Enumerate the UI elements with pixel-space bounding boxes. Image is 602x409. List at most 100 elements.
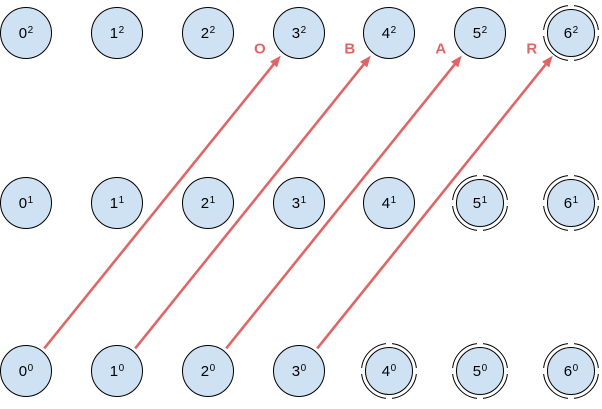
node-label: 42 (381, 24, 396, 42)
node-exponent: 1 (209, 194, 216, 206)
node-2-pow-1: 21 (182, 177, 234, 229)
arrow-label: A (435, 41, 446, 58)
node-label: 61 (563, 194, 579, 212)
node-label: 10 (110, 362, 125, 379)
node-label: 12 (109, 24, 125, 42)
ring-notch (413, 368, 417, 374)
arrow-3^0-to-6^2 (316, 61, 549, 350)
node-exponent: 1 (27, 194, 34, 206)
node-base: 5 (472, 194, 482, 212)
node-1-pow-0: 10 (91, 345, 143, 397)
node-label: 02 (18, 24, 33, 42)
node-base: 6 (563, 194, 573, 212)
ring-notch (568, 57, 574, 61)
arrow-head-icon (360, 55, 371, 68)
node-base: 4 (381, 24, 391, 42)
node-exponent: 1 (572, 194, 579, 206)
node-exponent: 0 (209, 362, 216, 374)
ring-notch (452, 368, 456, 374)
ring-notch (568, 5, 574, 9)
node-base: 0 (18, 24, 28, 42)
node-6-pow-0: 60 (543, 343, 599, 399)
node-4-pow-0: 40 (361, 343, 417, 399)
ring-notch (543, 368, 547, 374)
node-exponent: 2 (572, 24, 579, 36)
arrow-1^0-to-4^2 (134, 61, 367, 350)
ring-notch (568, 175, 574, 179)
arrow-label: B (344, 41, 355, 58)
node-label: 32 (291, 24, 307, 42)
node-5-pow-0: 50 (452, 343, 508, 399)
node-base: 2 (200, 24, 210, 42)
node-base: 5 (472, 24, 482, 42)
node-base: 0 (18, 194, 28, 212)
arrow-head-icon (542, 55, 553, 68)
node-base: 0 (18, 362, 28, 380)
ring-notch (568, 395, 574, 399)
node-base: 2 (200, 194, 210, 212)
node-4-pow-2: 42 (363, 7, 415, 59)
ring-notch (386, 343, 392, 347)
arrow-0^0-to-3^2 (43, 61, 277, 350)
node-base: 4 (381, 362, 391, 380)
ring-notch (386, 395, 392, 399)
ring-notch (477, 175, 483, 179)
node-6-pow-1: 61 (543, 175, 599, 231)
node-1-pow-1: 11 (91, 177, 143, 229)
node-base: 5 (472, 362, 482, 380)
node-label: 20 (200, 362, 216, 380)
inner-ring (547, 9, 595, 57)
node-base: 3 (291, 194, 301, 212)
node-6-pow-2: 62 (543, 5, 599, 61)
inner-ring (456, 179, 504, 227)
ring-notch (477, 343, 483, 347)
arrow-label: R (526, 41, 537, 58)
ring-notch (477, 227, 483, 231)
ring-notch (543, 200, 547, 206)
ring-notch (595, 30, 599, 36)
node-2-pow-0: 20 (182, 345, 234, 397)
node-exponent: 2 (209, 24, 216, 36)
arrow-2^0-to-5^2 (225, 61, 458, 350)
node-label: 40 (381, 362, 397, 380)
arrow-head-icon (451, 55, 462, 68)
node-exponent: 1 (390, 194, 397, 206)
node-label: 30 (291, 362, 306, 380)
arrow-head-icon (270, 55, 281, 68)
node-base: 1 (109, 24, 119, 42)
node-label: 21 (200, 194, 216, 212)
ring-notch (477, 395, 483, 399)
ring-notch (452, 200, 456, 206)
node-exponent: 2 (118, 24, 125, 36)
ring-notch (504, 368, 508, 374)
node-label: 41 (382, 194, 397, 211)
inner-ring (365, 347, 413, 395)
ring-notch (361, 368, 365, 374)
node-0-pow-2: 02 (0, 7, 52, 59)
node-label: 50 (472, 362, 488, 380)
node-5-pow-1: 51 (452, 175, 508, 231)
node-exponent: 0 (390, 362, 397, 374)
node-0-pow-0: 00 (0, 345, 52, 397)
node-exponent: 1 (300, 194, 307, 206)
ring-notch (568, 227, 574, 231)
node-base: 3 (291, 362, 301, 380)
inner-ring (547, 347, 595, 395)
node-1-pow-2: 12 (91, 7, 143, 59)
node-base: 2 (200, 362, 210, 380)
node-base: 6 (563, 24, 573, 42)
ring-notch (504, 200, 508, 206)
ring-notch (595, 200, 599, 206)
inner-ring (547, 179, 595, 227)
node-label: 51 (472, 194, 487, 212)
node-exponent: 2 (300, 24, 307, 36)
node-exponent: 0 (481, 362, 488, 374)
node-exponent: 0 (572, 362, 579, 374)
node-base: 6 (563, 362, 573, 380)
node-exponent: 0 (118, 362, 125, 374)
node-3-pow-1: 31 (273, 177, 325, 229)
node-base: 3 (291, 24, 301, 42)
